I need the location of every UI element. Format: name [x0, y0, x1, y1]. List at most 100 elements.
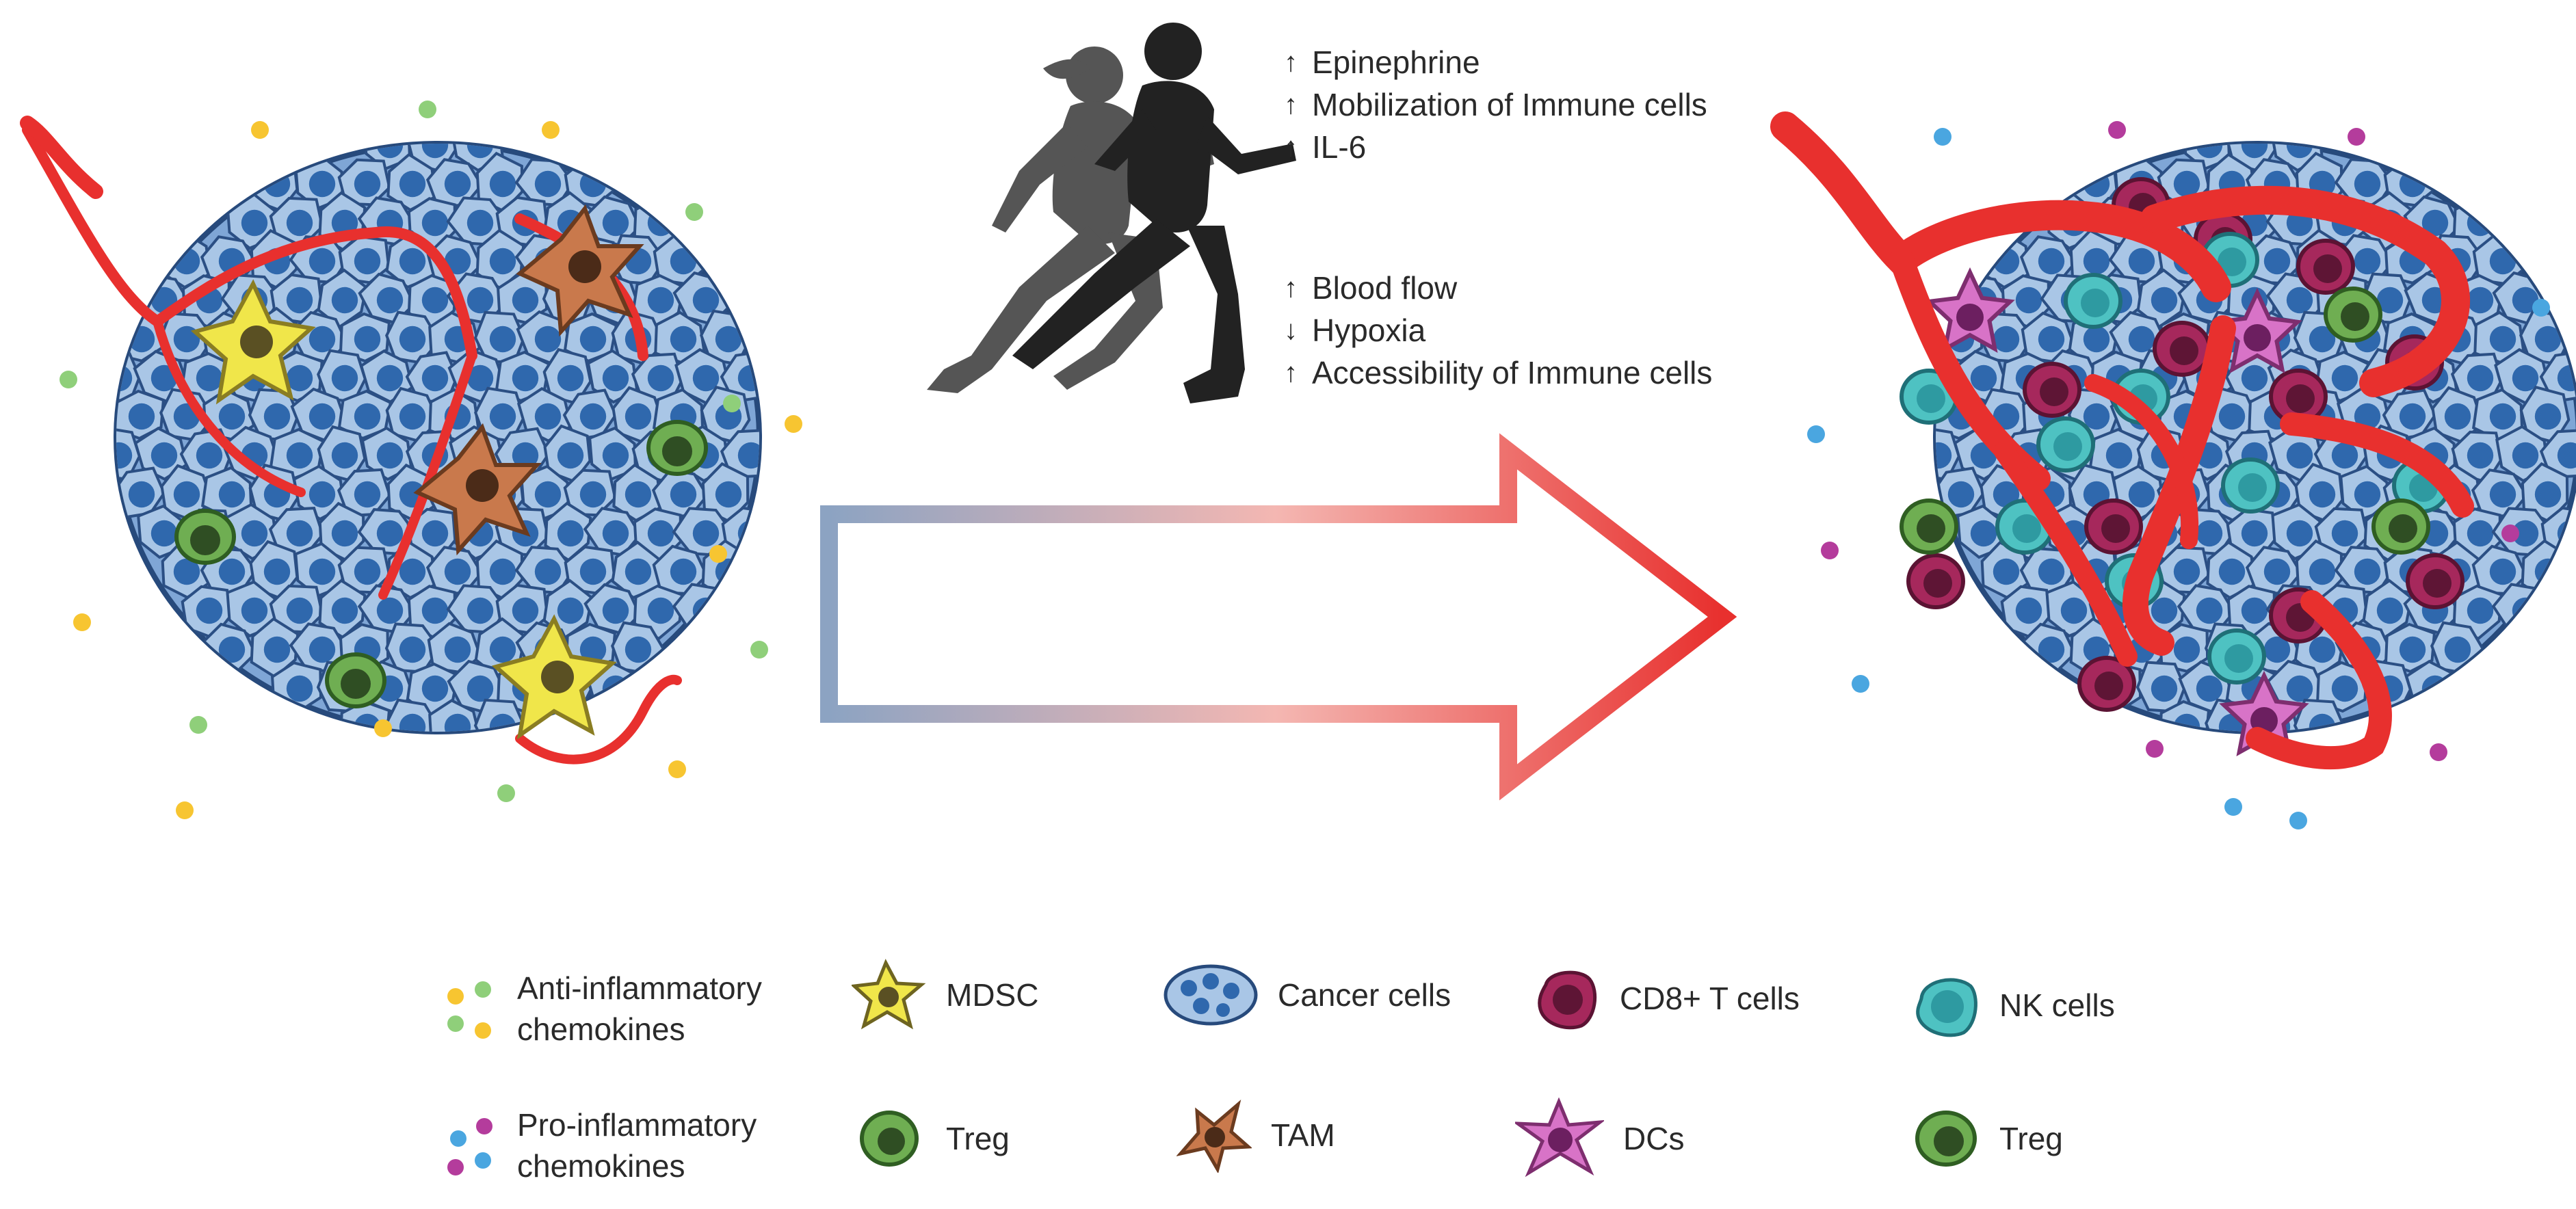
cancer-cell-nucleus	[579, 326, 607, 353]
cancer-cell-nucleus	[421, 597, 449, 624]
cancer-cell-nucleus	[286, 209, 313, 237]
cancer-cell-nucleus	[466, 209, 494, 237]
cancer-cell-nucleus	[2512, 442, 2539, 469]
cancer-cell-nucleus	[2354, 170, 2381, 198]
cancer-cell-nucleus	[128, 481, 155, 508]
cancer-cell-nucleus	[692, 364, 720, 392]
effect-il6: ↑ IL-6	[1279, 126, 1707, 168]
arrow-icon: ↑	[1284, 358, 1298, 388]
cancer-cell-nucleus	[670, 481, 697, 508]
cancer-cell-nucleus	[2060, 597, 2088, 624]
nk-cell-nucleus	[1917, 384, 1945, 413]
cancer-cell-nucleus	[263, 170, 291, 198]
cancer-cell-nucleus	[308, 636, 336, 663]
cancer-cell-nucleus	[1993, 326, 2020, 353]
legend-anti-chemokines: Anti-inflammatory chemokines	[443, 968, 762, 1050]
cancer-cell-nucleus	[196, 442, 223, 469]
cancer-cell-nucleus	[2512, 287, 2539, 314]
cancer-cell-nucleus	[286, 520, 313, 547]
treg-icon	[1915, 1111, 1977, 1167]
effects-list-bottom: ↑ Blood flow ↓ Hypoxia ↑ Accessibility o…	[1279, 267, 1712, 394]
cancer-cell-nucleus	[2128, 481, 2155, 508]
cancer-cell-nucleus	[354, 403, 381, 430]
legend-nk: NK cells	[1912, 971, 2115, 1039]
cancer-cell-nucleus	[218, 481, 246, 508]
cancer-cell-nucleus	[2467, 287, 2494, 314]
cancer-cell-nucleus	[421, 144, 449, 159]
dendritic-cell-nucleus	[1956, 304, 1984, 331]
cancer-cell-nucleus	[2309, 636, 2336, 663]
cancer-cell-nucleus	[2534, 326, 2562, 353]
cancer-cell-nucleus	[421, 675, 449, 702]
cancer-cell-nucleus	[737, 442, 759, 469]
cancer-cell-nucleus	[2286, 675, 2313, 702]
cancer-cell-nucleus	[534, 481, 562, 508]
effect-mobilization: ↑ Mobilization of Immune cells	[1279, 83, 1707, 126]
cancer-cell-nucleus	[2083, 403, 2110, 430]
cancer-cell-nucleus	[489, 636, 516, 663]
chemokines-left	[60, 101, 802, 819]
cancer-cell-nucleus	[2286, 442, 2313, 469]
cancer-cell-nucleus	[2467, 520, 2494, 547]
nk-cell-nucleus	[2224, 644, 2253, 673]
cancer-cell-nucleus	[241, 597, 268, 624]
cancer-cell-nucleus	[376, 520, 404, 547]
cancer-cell-nucleus	[2489, 403, 2516, 430]
cancer-cell-nucleus	[670, 326, 697, 353]
legend-label: DCs	[1623, 1121, 1685, 1156]
cancer-cell-nucleus	[331, 209, 358, 237]
cancer-cell-nucleus	[489, 326, 516, 353]
cancer-cell-nucleus	[2128, 326, 2155, 353]
cancer-cell-nucleus	[2309, 558, 2336, 585]
cd8-t-cell-nucleus	[2101, 514, 2130, 543]
cancer-cell-nucleus	[466, 675, 494, 702]
tam-nucleus	[568, 250, 601, 283]
cancer-cell-nucleus	[2354, 248, 2381, 275]
cancer-cell-nucleus	[2015, 597, 2042, 624]
cancer-cell-nucleus	[534, 558, 562, 585]
cancer-cell-nucleus	[263, 403, 291, 430]
cancer-cell-nucleus	[2399, 636, 2426, 663]
cd8-t-cell-icon	[1538, 970, 1597, 1030]
cancer-cell-nucleus	[670, 248, 697, 275]
cancer-cell-nucleus	[444, 636, 471, 663]
cancer-cell-nucleus	[331, 287, 358, 314]
cancer-cell-nucleus	[2354, 481, 2381, 508]
cancer-cell-nucleus	[557, 597, 584, 624]
cancer-cell-nucleus	[331, 442, 358, 469]
cancer-cell-nucleus	[625, 636, 652, 663]
cancer-cell-nucleus	[354, 248, 381, 275]
cancer-cell-nucleus	[602, 597, 629, 624]
effect-label: Mobilization of Immune cells	[1312, 87, 1707, 122]
cancer-cell-nucleus	[173, 481, 200, 508]
chemokines-right	[1807, 121, 2550, 829]
cancer-cell-nucleus	[2038, 248, 2065, 275]
legend-dcs: DCs	[1515, 1098, 1684, 1180]
cancer-cell-nucleus	[128, 403, 155, 430]
tumor-before-exercise	[20, 101, 802, 819]
legend-label: NK cells	[1999, 987, 2115, 1023]
cancer-cell-nucleus	[399, 713, 426, 732]
cancer-cell-nucleus	[2489, 481, 2516, 508]
cancer-cell-nucleus	[2331, 675, 2358, 702]
cancer-cell-nucleus	[2286, 520, 2313, 547]
cancer-cell-nucleus	[625, 558, 652, 585]
cancer-cell-nucleus	[2376, 287, 2404, 314]
cancer-cell-nucleus	[2151, 675, 2178, 702]
cancer-cell-nucleus	[2512, 364, 2539, 392]
cancer-cell-nucleus	[625, 403, 652, 430]
legend-label: Treg	[946, 1121, 1010, 1156]
cancer-cell-nucleus	[602, 520, 629, 547]
cancer-cell-nucleus	[2376, 597, 2404, 624]
cancer-cell-nucleus	[2218, 558, 2246, 585]
cancer-cell-nucleus	[647, 520, 674, 547]
cancer-cell-nucleus	[218, 558, 246, 585]
nk-cell-nucleus	[2218, 248, 2246, 276]
cancer-cell-nucleus	[444, 713, 471, 732]
legend-label: MDSC	[946, 977, 1039, 1013]
chemokine-dots-icon	[447, 1118, 492, 1175]
cancer-cell-nucleus	[2038, 326, 2065, 353]
cancer-cell-nucleus	[2241, 597, 2268, 624]
cancer-cell-nucleus	[2173, 558, 2200, 585]
legend-label: CD8+ T cells	[1620, 981, 1800, 1016]
